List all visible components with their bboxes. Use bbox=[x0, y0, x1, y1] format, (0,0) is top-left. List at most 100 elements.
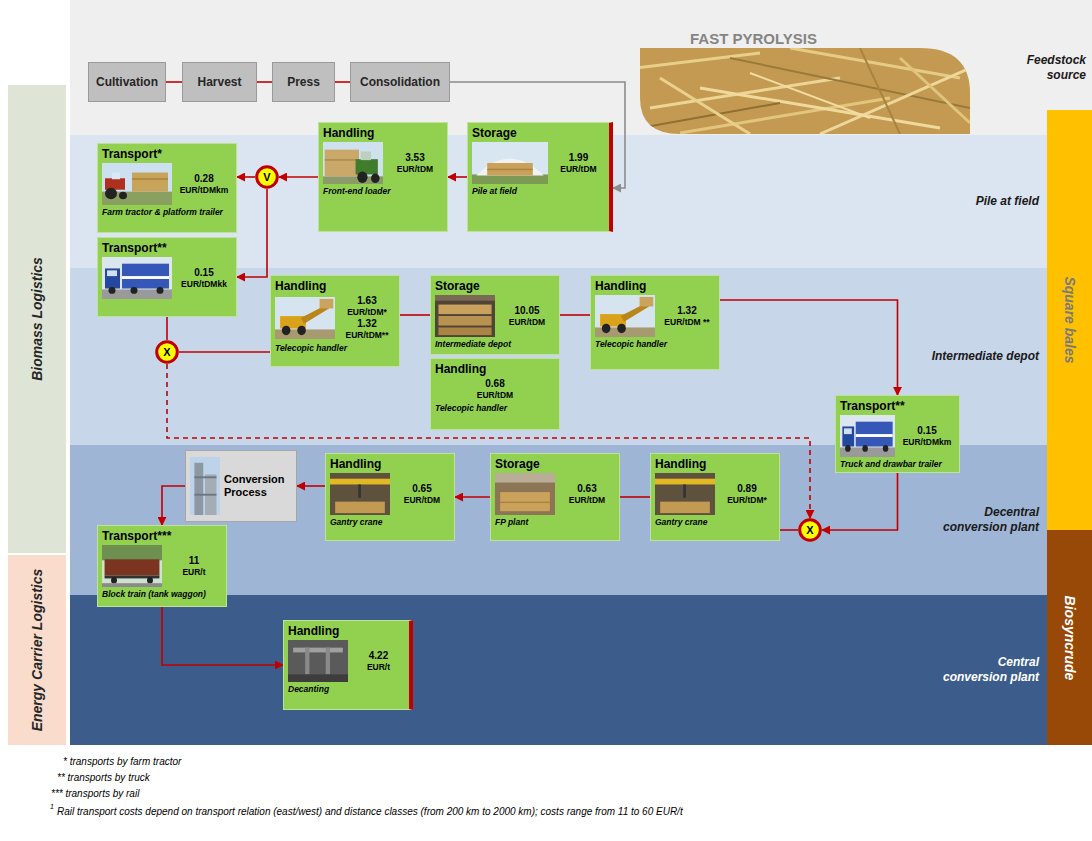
box-row: 0.15EUR/tDMkm bbox=[840, 415, 955, 457]
photo-shape bbox=[325, 159, 359, 160]
cost-unit: EUR/tDMkm bbox=[899, 437, 955, 448]
junction-circle: X bbox=[155, 340, 179, 364]
cost-values: 0.15EUR/tDMkm bbox=[899, 425, 955, 448]
straw-stalk bbox=[700, 88, 940, 128]
photo-shape bbox=[472, 174, 548, 184]
cost-values: 0.15EUR/tDMkk bbox=[176, 267, 232, 290]
cost-box: Handling4.22EUR/tDecanting bbox=[283, 620, 413, 710]
flow-connector bbox=[448, 176, 467, 178]
bar-label: Energy Carrier Logistics bbox=[29, 569, 45, 732]
photo-shape bbox=[122, 264, 169, 289]
flow-connector bbox=[237, 189, 267, 277]
process-label: Consolidation bbox=[360, 75, 440, 89]
flow-connector bbox=[257, 81, 272, 83]
cost-values: 10.05EUR/tDM bbox=[499, 305, 555, 328]
box-row: 0.89EUR/tDM* bbox=[655, 473, 775, 515]
junction-circle: X bbox=[798, 518, 822, 542]
cost-values: 0.65EUR/tDM bbox=[394, 483, 450, 506]
photo-shape bbox=[325, 150, 359, 177]
photo-shape bbox=[487, 163, 533, 175]
photo-caption: FP plant bbox=[495, 517, 615, 527]
flow-connector bbox=[179, 351, 270, 353]
flow-connector bbox=[162, 486, 185, 525]
photo-shape bbox=[330, 479, 390, 485]
cost-unit: EUR/tDMkm bbox=[176, 185, 232, 196]
footnote: * transports by farm tractor bbox=[63, 756, 181, 768]
photo-shape bbox=[288, 640, 348, 682]
cost-unit: EUR/tDM bbox=[435, 390, 555, 401]
photo-shape bbox=[602, 324, 611, 334]
photo-caption: Block train (tank waggon) bbox=[102, 589, 222, 599]
box-title: Handling bbox=[275, 279, 395, 293]
cost-value: 1.63 bbox=[339, 295, 395, 307]
photo-shape bbox=[856, 422, 893, 447]
photo-shape bbox=[500, 502, 550, 503]
junction-letter: V bbox=[263, 172, 270, 183]
flow-connector bbox=[335, 81, 350, 83]
flow-connector bbox=[166, 317, 168, 340]
photo-shape bbox=[194, 476, 216, 478]
process-box: Press bbox=[272, 62, 335, 102]
photo bbox=[102, 545, 162, 587]
photo-caption: Decanting bbox=[288, 684, 405, 694]
flow-connector bbox=[450, 82, 625, 188]
cost-box: Handling1.32EUR/tDM **Telecopic handler bbox=[590, 275, 720, 370]
cost-box: Transport***11EUR/tBlock train (tank wag… bbox=[97, 525, 227, 607]
cost-values: 0.68EUR/tDM bbox=[435, 378, 555, 401]
photo-shape bbox=[495, 473, 555, 515]
cost-unit: EUR/t bbox=[166, 567, 222, 578]
flow-connector bbox=[780, 529, 798, 531]
cost-values: 11EUR/t bbox=[166, 555, 222, 578]
photo-shape bbox=[109, 287, 116, 294]
bar-label: Square bales bbox=[1062, 276, 1078, 363]
cost-value: 0.28 bbox=[176, 173, 232, 185]
box-title: Storage bbox=[435, 279, 555, 293]
photo-shape bbox=[358, 484, 361, 497]
photo-shape bbox=[683, 484, 686, 497]
cost-values: 0.89EUR/tDM* bbox=[719, 483, 775, 506]
photo bbox=[288, 640, 348, 682]
photo bbox=[330, 473, 390, 515]
photo-shape bbox=[293, 648, 343, 653]
process-box: Consolidation bbox=[350, 62, 450, 102]
photo-shape bbox=[640, 297, 654, 307]
straw-stalk bbox=[650, 78, 840, 108]
cost-value: 4.22 bbox=[352, 650, 405, 662]
cost-unit: EUR/tDM bbox=[394, 495, 450, 506]
photo-shape bbox=[102, 583, 162, 587]
junction-circle: V bbox=[255, 165, 279, 189]
photo-shape bbox=[323, 142, 383, 184]
photo-shape bbox=[435, 295, 495, 337]
photo-shape bbox=[282, 326, 291, 336]
photo-shape bbox=[335, 502, 385, 513]
photo-shape bbox=[845, 445, 851, 452]
box-row: 0.65EUR/tDM bbox=[330, 473, 450, 515]
cost-values: 1.99EUR/tDM bbox=[552, 152, 605, 175]
band-label: Feedstock source bbox=[1014, 53, 1086, 83]
category-bar: Energy Carrier Logistics bbox=[8, 555, 66, 745]
cost-values: 1.32EUR/tDM ** bbox=[659, 305, 715, 328]
photo-shape bbox=[330, 473, 390, 515]
straw-stalk bbox=[750, 73, 870, 118]
cost-unit: EUR/tDM ** bbox=[659, 317, 715, 328]
swimlane-band: Central conversion plantHandling4.22EUR/… bbox=[70, 595, 1047, 745]
straw-stalk bbox=[860, 48, 900, 134]
box-title: Handling bbox=[435, 362, 555, 376]
cost-values: 3.53EUR/tDM bbox=[387, 152, 443, 175]
photo-shape bbox=[102, 545, 162, 587]
photo-shape bbox=[105, 268, 120, 288]
photo-shape bbox=[438, 305, 491, 315]
photo-shape bbox=[500, 492, 550, 511]
swimlane-band: Pile at fieldTransport*0.28EUR/tDMkmFarm… bbox=[70, 135, 1047, 268]
cost-value: 1.32 bbox=[659, 305, 715, 317]
photo-shape bbox=[356, 159, 378, 174]
band-label: Pile at field bbox=[976, 194, 1039, 209]
photo-shape bbox=[371, 174, 380, 184]
photo-shape bbox=[102, 545, 162, 560]
junction-letter: X bbox=[163, 347, 170, 358]
cost-value: 0.63 bbox=[559, 483, 615, 495]
photo-shape bbox=[102, 257, 172, 299]
photo-shape bbox=[194, 463, 203, 515]
photo-caption: Intermediate depot bbox=[435, 339, 555, 349]
footnote: *** transports by rail bbox=[51, 788, 139, 800]
